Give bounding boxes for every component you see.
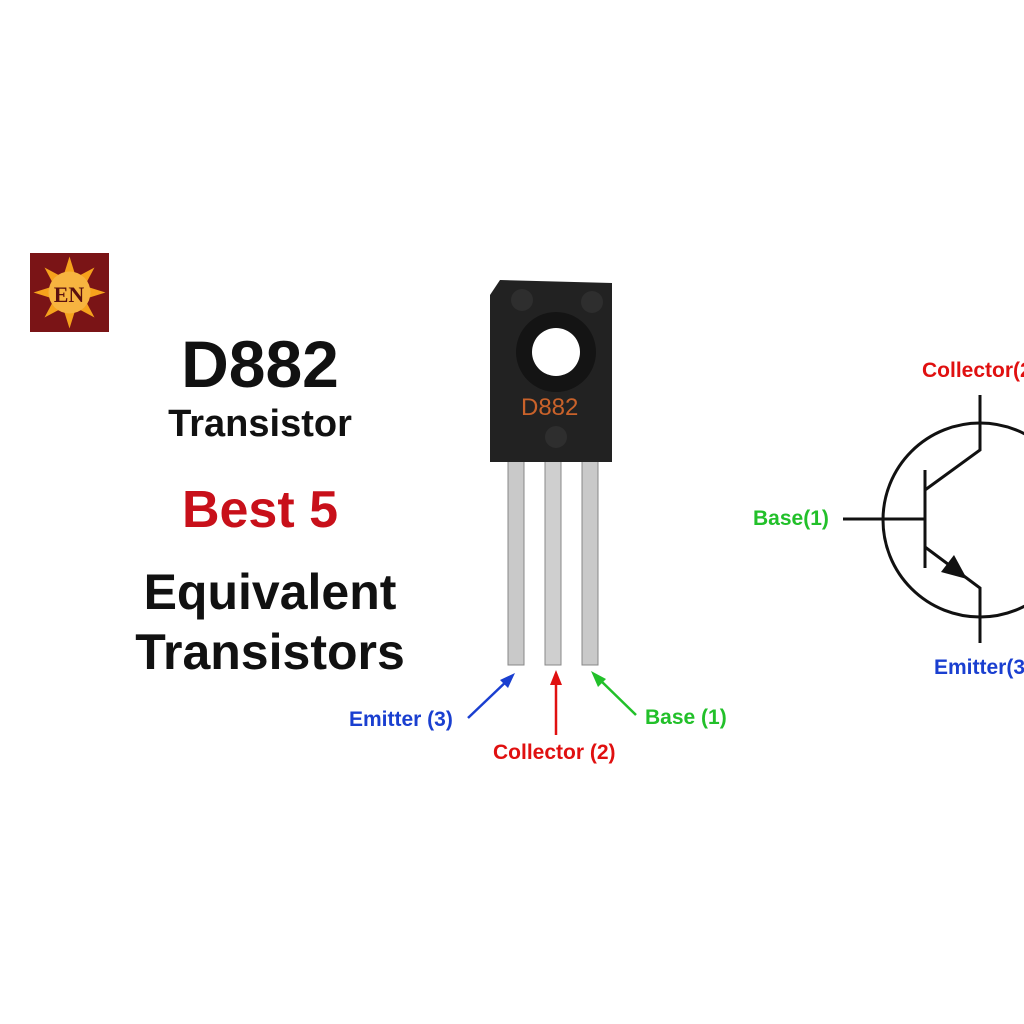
part-number-title: D882 bbox=[181, 327, 339, 401]
symbol-base-label: Base(1) bbox=[753, 507, 829, 530]
transistor-photo bbox=[490, 280, 612, 666]
symbol-collector-label: Collector(2) bbox=[922, 359, 1024, 382]
logo: EN bbox=[30, 253, 109, 332]
base-pin-label: Base (1) bbox=[645, 706, 727, 729]
collector-pin-label: Collector (2) bbox=[493, 741, 616, 764]
emitter-pin-label: Emitter (3) bbox=[349, 708, 453, 731]
best-five-heading: Best 5 bbox=[181, 481, 339, 539]
pin-arrows bbox=[467, 670, 637, 735]
subtitle: Transistor bbox=[168, 403, 352, 445]
schematic-symbol bbox=[843, 395, 1024, 643]
equivalent-line-1: Equivalent bbox=[143, 564, 397, 620]
svg-text:EN: EN bbox=[54, 282, 85, 307]
symbol-emitter-label: Emitter(3) bbox=[934, 656, 1024, 679]
equivalent-line-2: Transistors bbox=[135, 624, 405, 680]
component-marking: D882 bbox=[521, 394, 579, 421]
